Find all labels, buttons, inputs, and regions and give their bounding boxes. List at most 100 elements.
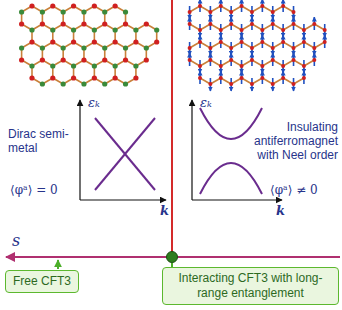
lattice-site bbox=[144, 45, 149, 50]
lattice-site bbox=[71, 27, 76, 32]
lattice-site bbox=[198, 64, 202, 68]
lattice-site bbox=[50, 39, 55, 44]
lattice-site bbox=[29, 39, 34, 44]
lattice-site bbox=[123, 9, 128, 14]
lattice-site bbox=[271, 82, 275, 86]
lattice-site bbox=[250, 22, 254, 26]
lattice-site bbox=[250, 10, 254, 14]
honeycomb-lattice bbox=[19, 3, 159, 86]
lattice-site bbox=[292, 82, 296, 86]
lattice-site bbox=[281, 40, 285, 44]
lattice-site bbox=[92, 27, 97, 32]
lattice-site bbox=[323, 40, 327, 44]
lattice-site bbox=[188, 46, 192, 50]
lattice-site bbox=[123, 81, 128, 86]
box-text: Interacting CFT3 with long-range entangl… bbox=[168, 271, 333, 301]
lattice-site bbox=[40, 81, 45, 86]
lattice-site bbox=[240, 28, 244, 32]
axis-label: k bbox=[160, 204, 169, 218]
lattice-site bbox=[229, 10, 233, 14]
lattice-site bbox=[260, 28, 264, 32]
lattice-site bbox=[260, 76, 264, 80]
lattice-site bbox=[102, 9, 107, 14]
lattice-site bbox=[271, 22, 275, 26]
lattice-site bbox=[29, 75, 34, 80]
lattice-site bbox=[219, 4, 223, 8]
lattice-site bbox=[19, 57, 24, 62]
lattice-site bbox=[219, 64, 223, 68]
dirac-band bbox=[95, 118, 155, 190]
lattice-site bbox=[188, 58, 192, 62]
lattice-site bbox=[271, 46, 275, 50]
lattice-site bbox=[229, 82, 233, 86]
lattice-site bbox=[81, 21, 86, 26]
lattice-site bbox=[260, 4, 264, 8]
lattice-site bbox=[292, 46, 296, 50]
lattice-site bbox=[302, 76, 306, 80]
lattice-site bbox=[81, 57, 86, 62]
lattice-site bbox=[40, 9, 45, 14]
lattice-site bbox=[29, 3, 34, 8]
lattice-site bbox=[229, 58, 233, 62]
lower-band bbox=[200, 163, 262, 194]
lattice-site bbox=[312, 22, 316, 26]
lattice-site bbox=[208, 82, 212, 86]
lattice-site bbox=[50, 3, 55, 8]
axis-label: εₖ bbox=[200, 96, 212, 110]
lattice-site bbox=[240, 4, 244, 8]
order-parameter: ⟨φᵃ⟩ ≠ 0 bbox=[270, 183, 318, 197]
lattice-site bbox=[302, 28, 306, 32]
lattice-site bbox=[281, 4, 285, 8]
lattice-site bbox=[292, 22, 296, 26]
axis-label: εₖ bbox=[88, 96, 100, 110]
lattice-site bbox=[144, 21, 149, 26]
lattice-site bbox=[144, 57, 149, 62]
lattice-site bbox=[71, 75, 76, 80]
lattice-site bbox=[250, 58, 254, 62]
lattice-site bbox=[113, 75, 118, 80]
lattice-site bbox=[198, 4, 202, 8]
lattice-site bbox=[271, 10, 275, 14]
lattice-site bbox=[208, 46, 212, 50]
lattice-site bbox=[292, 10, 296, 14]
critical-point bbox=[167, 252, 178, 263]
upper-band bbox=[200, 108, 262, 139]
lattice-site bbox=[113, 39, 118, 44]
energy-axis bbox=[79, 100, 80, 200]
energy-axis bbox=[191, 100, 192, 200]
lattice-site bbox=[312, 46, 316, 50]
lattice-site bbox=[133, 75, 138, 80]
lattice-site bbox=[123, 45, 128, 50]
lattice-site bbox=[302, 40, 306, 44]
critical-line bbox=[171, 0, 173, 257]
lattice-site bbox=[61, 57, 66, 62]
lattice-site bbox=[123, 21, 128, 26]
lattice-site bbox=[29, 27, 34, 32]
lattice-site bbox=[81, 45, 86, 50]
lattice-site bbox=[133, 27, 138, 32]
lattice-site bbox=[292, 58, 296, 62]
box-text: Free CFT3 bbox=[13, 274, 71, 289]
lattice-site bbox=[61, 45, 66, 50]
lattice-site bbox=[323, 28, 327, 32]
lattice-site bbox=[71, 3, 76, 8]
lattice-site bbox=[133, 39, 138, 44]
dirac-band bbox=[95, 118, 155, 190]
lattice-site bbox=[102, 57, 107, 62]
lattice-site bbox=[50, 75, 55, 80]
lattice-site bbox=[281, 76, 285, 80]
lattice-site bbox=[19, 21, 24, 26]
lattice-site bbox=[92, 39, 97, 44]
lattice-site bbox=[92, 63, 97, 68]
lattice-site bbox=[92, 75, 97, 80]
lattice-site bbox=[102, 81, 107, 86]
lattice-site bbox=[281, 64, 285, 68]
lattice-site bbox=[208, 22, 212, 26]
lattice-site bbox=[188, 10, 192, 14]
lattice-site bbox=[81, 9, 86, 14]
order-parameter: ⟨φᵃ⟩ = 0 bbox=[10, 183, 58, 197]
lattice-site bbox=[260, 64, 264, 68]
lattice-site bbox=[302, 64, 306, 68]
lattice-site bbox=[312, 58, 316, 62]
lattice-site bbox=[219, 76, 223, 80]
